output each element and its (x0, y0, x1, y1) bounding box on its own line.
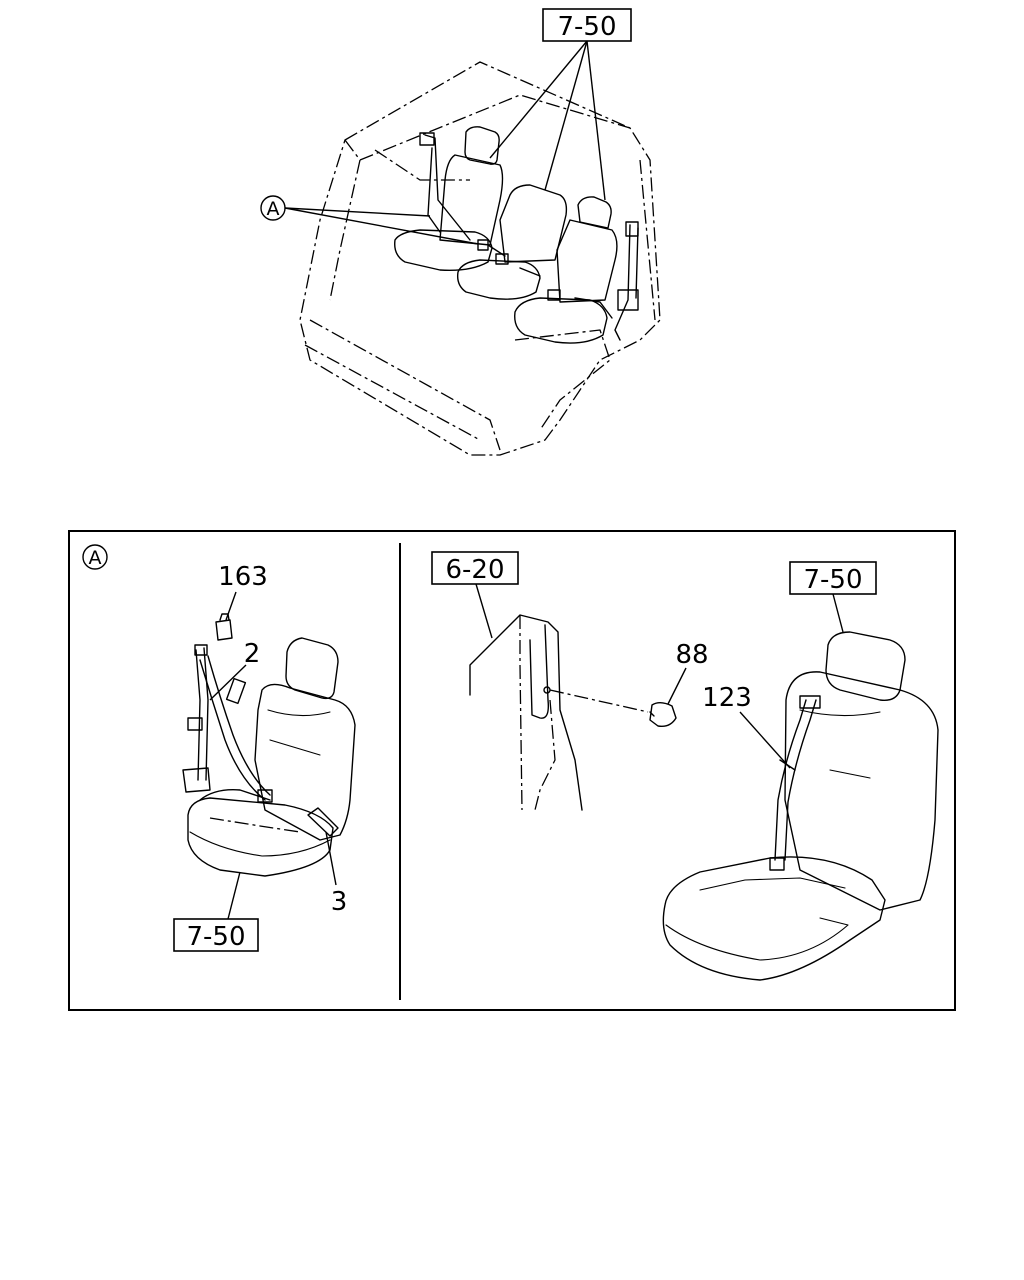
detail-callout-a-circle (82, 544, 108, 570)
ld-label-3: 3 (331, 887, 348, 917)
ld-part-163-shape (215, 613, 233, 641)
cab-rear-wall (329, 159, 361, 301)
cab-door-step (514, 329, 611, 431)
ld-upper-anchor (194, 644, 208, 656)
middle-seat-back (499, 184, 568, 263)
right-seat-headrest (577, 196, 612, 229)
rd-seat-back-crease (799, 709, 881, 779)
top-ref-leader-middle (544, 40, 588, 191)
cab-window-line (374, 149, 470, 181)
rd-label-123: 123 (702, 683, 752, 713)
left-seat-belt (424, 134, 471, 241)
right-lap-belt (574, 297, 613, 319)
rd-seat-cushion (662, 856, 886, 981)
cab-overview: A 7-50 (260, 8, 661, 456)
right-seat-back (556, 219, 618, 303)
ld-lap-belt (199, 789, 271, 801)
rd-leader-88 (667, 667, 687, 705)
right-belt-anchor (625, 221, 639, 237)
right-seat-cushion (514, 297, 608, 344)
ld-leader-2 (209, 664, 247, 701)
left-belt-anchor (419, 132, 435, 146)
top-ref-box (542, 8, 632, 42)
ld-ref-box-label: 7-50 (186, 922, 245, 952)
cab-roof-line (344, 94, 631, 161)
middle-seat-cushion (456, 259, 541, 300)
rd-install-line (549, 689, 649, 713)
detail-callout-a-label: A (89, 547, 102, 569)
rd-pillar-face (529, 624, 550, 719)
ld-seat-cushion (187, 797, 334, 877)
rd-cushion-seam (699, 877, 846, 891)
ld-label-2: 2 (244, 639, 261, 669)
rd-label-88: 88 (675, 640, 708, 670)
rd-belt (774, 699, 817, 861)
ld-cushion-seam (209, 817, 301, 833)
ld-diagonal-belt (199, 655, 271, 801)
callout-a-leader-1 (284, 207, 431, 217)
rd-ref-leader-6-20 (475, 583, 493, 639)
rd-plug-88 (649, 702, 677, 728)
ld-ref-box (173, 918, 259, 952)
top-ref-box-label: 7-50 (557, 12, 616, 42)
rd-pillar-edge (534, 699, 556, 811)
ld-buckle (307, 807, 339, 837)
top-ref-leader-right (586, 40, 606, 201)
rd-belt-buckle (769, 857, 785, 871)
rd-ref-box-7-50 (789, 561, 877, 595)
rd-ref-box-6-20-label: 6-20 (445, 555, 504, 585)
detail-panel-frame (68, 530, 956, 1011)
ld-leader-163 (225, 591, 237, 621)
right-belt-buckle (547, 289, 561, 301)
ld-shoulder-belt (195, 647, 209, 781)
middle-lap-belt (487, 244, 541, 277)
ld-retractor (182, 767, 211, 793)
ld-belt-guide (187, 717, 203, 731)
rd-ref-box-6-20 (431, 551, 519, 585)
cab-floor-front (309, 319, 501, 451)
right-belt-retractor (617, 289, 639, 311)
ld-ref-leader (227, 871, 241, 920)
callout-a-label: A (267, 198, 280, 220)
ld-seat-back (254, 683, 356, 841)
ld-leader-3 (325, 831, 337, 886)
ld-seat-back-crease (267, 709, 331, 756)
rd-headrest (825, 631, 906, 701)
ld-belt-cover (225, 677, 247, 705)
rd-pillar-inner (519, 615, 523, 811)
rd-seat-back (784, 671, 939, 911)
rd-ref-box-7-50-label: 7-50 (803, 565, 862, 595)
cab-shell-outline (299, 61, 661, 456)
right-detail: 6-20 7-50 88 123 (431, 551, 939, 981)
cab-floor-edge (304, 344, 481, 441)
ld-cushion-edge (189, 831, 331, 857)
top-ref-leader-left (489, 40, 588, 159)
rd-ref-leader-7-50 (832, 593, 844, 633)
rd-belt-guide (799, 695, 821, 709)
ld-tongue (257, 789, 273, 803)
ld-headrest (285, 637, 339, 700)
ld-label-163: 163 (218, 562, 268, 592)
callout-a-leader-2 (284, 207, 479, 245)
rd-cushion-front-edge (665, 917, 849, 961)
rd-pillar-outer (469, 614, 583, 811)
left-detail-seat: 163 2 3 7-50 (173, 562, 356, 952)
left-seat-back (439, 154, 504, 246)
rd-leader-123 (739, 711, 791, 769)
right-seat-belt (614, 224, 639, 341)
cab-right-wall (639, 159, 656, 321)
